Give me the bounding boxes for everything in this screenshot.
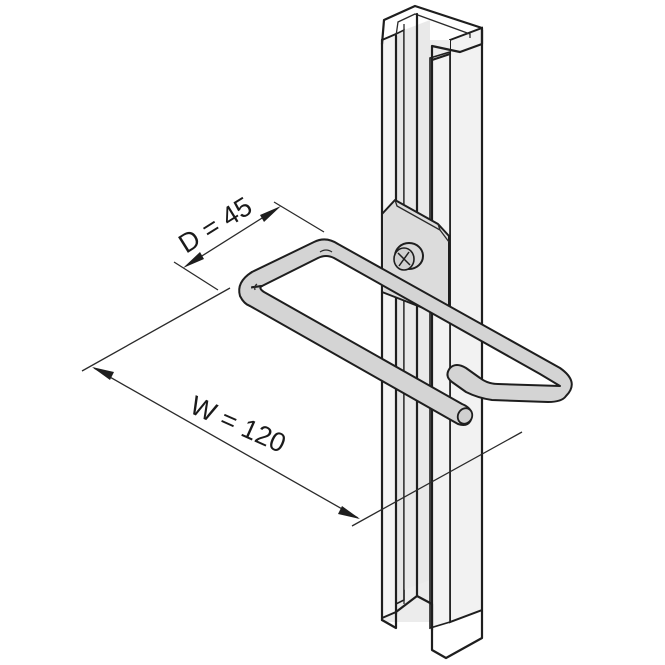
- c-profile-rail: [380, 4, 484, 660]
- depth-dimension-label: D = 45: [173, 191, 257, 259]
- width-dimension-label: W = 120: [186, 390, 291, 459]
- wire-cable-hook: [238, 238, 573, 426]
- phillips-screw-icon: [393, 242, 424, 271]
